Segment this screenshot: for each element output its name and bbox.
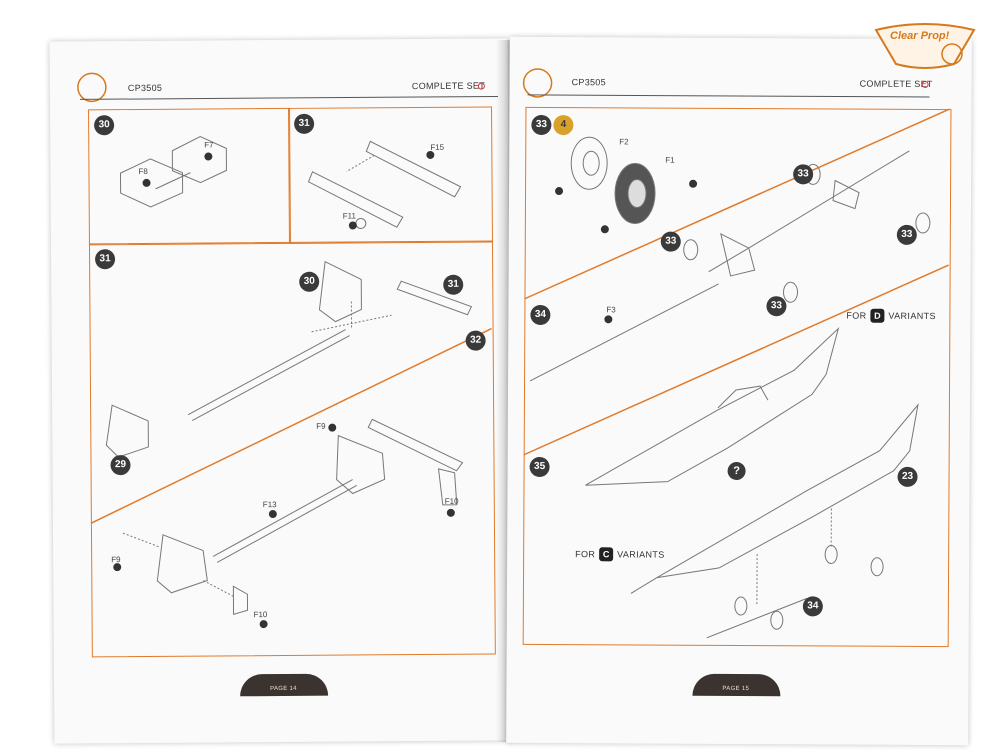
left-page-number: PAGE 14: [270, 685, 297, 693]
step-badge-31: 31: [294, 113, 315, 134]
variant-c-suffix: VARIANTS: [617, 549, 665, 560]
clear-prop-logo: [874, 23, 976, 69]
step-badge-33: 33: [531, 114, 552, 136]
part-f9: F9: [316, 421, 326, 431]
step-badge-35: 35: [529, 456, 550, 478]
step-badge-31-ref: 31: [443, 274, 464, 295]
part-f13: F13: [262, 500, 277, 510]
variant-d-prefix: FOR: [846, 310, 867, 321]
right-page-header-mark: [522, 68, 930, 98]
step-badge-33-ref-b: 33: [660, 231, 681, 252]
part-f9b: F9: [111, 555, 121, 565]
step-badge-29: 29: [110, 455, 131, 476]
step-badge-30-ref: 30: [299, 271, 320, 292]
right-page-number: PAGE 15: [722, 685, 750, 693]
part-f3: F3: [606, 305, 616, 315]
step-badge-23: 23: [897, 466, 918, 487]
step-badge-32: 32: [465, 330, 486, 351]
right-page-drawings: [523, 108, 950, 639]
variant-d-suffix: VARIANTS: [888, 310, 936, 322]
variant-d-badge: D: [870, 308, 885, 323]
left-page: CP3505 COMPLETE SET: [49, 38, 513, 744]
logo-text: Clear Prop!: [890, 30, 950, 42]
part-f2: F2: [619, 137, 629, 147]
part-f15: F15: [430, 142, 445, 152]
variant-c-badge: C: [599, 547, 614, 562]
step-badge-33-ref-c: 33: [896, 224, 917, 245]
step-badge-33-ref-d: 33: [766, 296, 787, 317]
left-page-header-mark: [77, 72, 498, 103]
step-badge-30: 30: [94, 115, 115, 136]
step-badge-34-ref: 34: [802, 596, 823, 617]
part-f10b: F10: [253, 610, 268, 620]
left-page-drawings: [90, 136, 492, 629]
step-badge-33-ref-a: 33: [793, 164, 814, 185]
step-badge-31b: 31: [95, 249, 116, 270]
part-f7: F7: [204, 140, 214, 150]
part-f11: F11: [342, 211, 357, 221]
variant-c-prefix: FOR: [575, 549, 596, 560]
part-f8: F8: [138, 166, 148, 176]
right-page: CP3505 COMPLETE SET: [506, 36, 972, 746]
part-f1: F1: [665, 155, 675, 165]
right-footer-tab: [692, 673, 781, 697]
step-badge-34: 34: [530, 304, 551, 326]
part-f10: F10: [444, 496, 459, 506]
question-badge: ?: [727, 461, 746, 481]
step-badge-4: 4: [553, 115, 574, 136]
